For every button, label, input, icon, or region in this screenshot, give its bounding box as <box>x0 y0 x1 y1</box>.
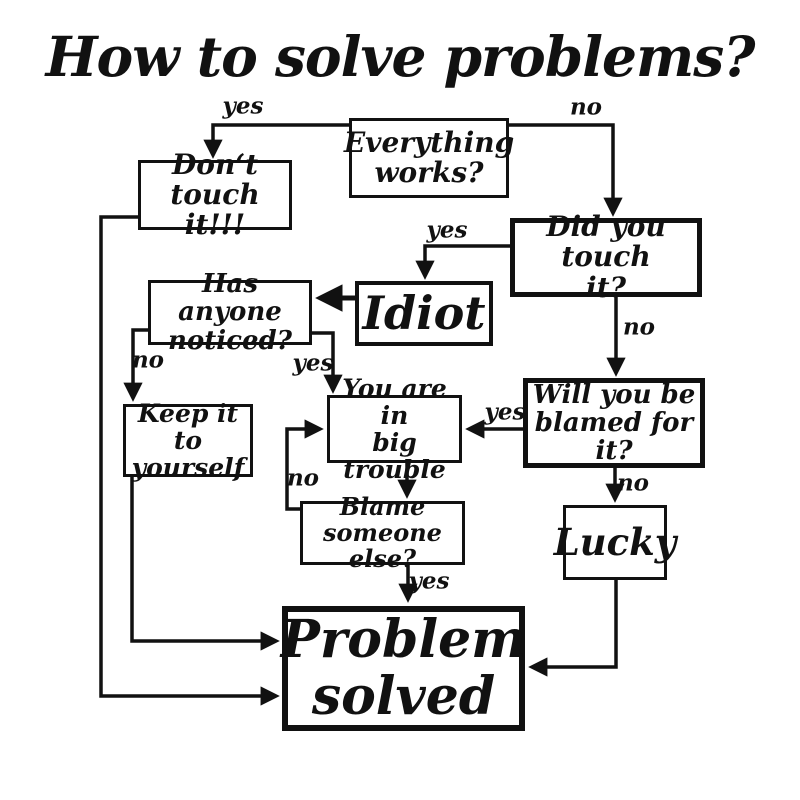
edge-label-has-anyone-no: no <box>131 346 165 374</box>
edge-everything-works-no <box>509 123 623 217</box>
diagram-title: How to solve problems? <box>45 24 756 89</box>
edge-dont-touch-to-problem-solved <box>99 215 280 706</box>
node-blame-someone-else: Blame someone else? <box>300 494 465 571</box>
node-keep-it-to-yourself: Keep it to yourself <box>123 400 253 481</box>
edge-did-you-touch-yes <box>415 244 510 280</box>
edge-label-everything-works-yes: yes <box>222 92 264 120</box>
node-problem-solved: Problem solved <box>281 606 526 731</box>
edge-label-did-you-touch-yes: yes <box>426 216 468 244</box>
node-idiot: Idiot <box>355 281 493 346</box>
node-dont-touch-it: Don‘t touch it!!! <box>138 149 292 240</box>
node-lucky: Lucky <box>554 505 676 580</box>
edge-blame-someone-no-loop <box>285 419 324 511</box>
edge-keep-it-to-problem-solved <box>130 477 280 651</box>
edge-has-anyone-yes <box>312 331 343 394</box>
edge-everything-works-yes <box>203 123 349 159</box>
edge-label-blame-someone-no: no <box>286 464 320 492</box>
edge-lucky-to-problem-solved <box>528 580 618 677</box>
node-you-are-in-big-trouble: You are in big trouble <box>327 375 462 483</box>
node-did-you-touch-it: Did you touch it? <box>510 212 702 302</box>
edge-label-will-blamed-yes: yes <box>484 398 526 426</box>
node-has-anyone-noticed: Has anyone noticed? <box>148 270 312 355</box>
edge-label-has-anyone-yes: yes <box>292 349 334 377</box>
edge-label-everything-works-no: no <box>569 93 603 121</box>
edge-label-blame-someone-yes: yes <box>408 567 450 595</box>
edge-label-did-you-touch-no: no <box>622 313 656 341</box>
edge-has-anyone-no <box>123 328 148 402</box>
node-everything-works: Everything works? <box>344 118 514 198</box>
edge-label-will-blamed-no: no <box>616 469 650 497</box>
node-will-you-be-blamed: Will you be blamed for it? <box>523 378 705 468</box>
